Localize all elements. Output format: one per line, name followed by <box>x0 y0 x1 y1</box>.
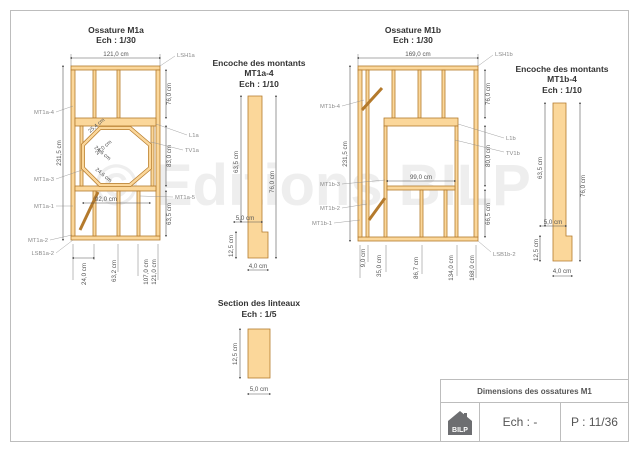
sheet-border <box>10 10 629 442</box>
m1a-label-mt3: MT1a-3 <box>34 177 54 183</box>
m1a-label-lsb: LSB1a-2 <box>31 251 54 257</box>
title-block: Dimensions des ossatures M1 BILP Ech : -… <box>440 379 629 442</box>
m1a-frame <box>70 65 161 241</box>
m1a-dim-bottom4: 121,0 cm <box>151 259 158 284</box>
m1b-dim-width: 169,0 cm <box>405 51 430 58</box>
notch-b-d1: 63,5 cm <box>537 157 544 179</box>
notch-a-d3: 5,0 cm <box>236 215 255 222</box>
m1a-label-mt4: MT1a-4 <box>34 110 55 116</box>
m1a-label-mt5: MT1a-5 <box>175 195 195 201</box>
m1b-dim-bottom2: 35,0 cm <box>376 255 383 277</box>
lintel-scale: Ech : 1/5 <box>242 309 277 319</box>
notch-b: Encoche des montants MT1b-4 Ech : 1/10 6… <box>515 64 609 278</box>
notch-b-d2: 76,0 cm <box>580 175 587 197</box>
m1a-title: Ossature M1a <box>88 25 144 35</box>
m1a-dim-upper: 76,0 cm <box>166 83 173 105</box>
notch-b-d3: 5,0 cm <box>544 219 563 226</box>
title-block-title: Dimensions des ossatures M1 <box>441 380 628 403</box>
m1a-annotations: Ossature M1a Ech : 1/30 121,0 cm 231,5 c… <box>28 25 200 285</box>
m1a-label-lsh: LSH1a <box>177 53 196 59</box>
m1a-dim-width: 121,0 cm <box>103 51 128 58</box>
m1a-dim-bottom3: 107,0 cm <box>143 259 150 284</box>
logo-text: BILP <box>452 427 468 434</box>
notch-b-d4: 12,5 cm <box>533 239 540 261</box>
notch-a-d5: 4,0 cm <box>249 263 268 270</box>
notch-b-title: Encoche des montants <box>515 64 608 74</box>
notch-a-subtitle: MT1a-4 <box>244 68 274 78</box>
notch-b-scale: Ech : 1/10 <box>542 85 582 95</box>
m1a-dim-lower: 63,5 cm <box>166 203 173 225</box>
notch-a: Encoche des montants MT1a-4 Ech : 1/10 6… <box>212 58 306 272</box>
m1b-label-l: L1b <box>506 136 516 142</box>
m1b-label-mt4: MT1b-4 <box>320 104 341 110</box>
notch-b-d5: 4,0 cm <box>553 268 572 275</box>
m1b-dim-mid: 80,0 cm <box>485 145 492 167</box>
m1a-dim-height: 231,5 cm <box>56 140 63 165</box>
m1b-dim-upper: 76,0 cm <box>485 83 492 105</box>
m1b-dim-bottom1: 9,0 cm <box>360 249 367 268</box>
m1a-dim-bottom1: 24,0 cm <box>81 263 88 285</box>
m1a-label-mt2: MT1a-2 <box>28 238 48 244</box>
m1a-label-mt1: MT1a-1 <box>34 204 54 210</box>
bilp-logo: BILP <box>441 403 480 441</box>
lintel-title: Section des linteaux <box>218 298 300 308</box>
m1b-title: Ossature M1b <box>385 25 441 35</box>
title-block-page: P : 11/36 <box>571 415 618 429</box>
m1b-label-tv: TV1b <box>506 151 520 157</box>
m1b-frame <box>357 65 479 242</box>
m1a-dim-bottom2: 63,2 cm <box>111 260 118 282</box>
m1a-scale: Ech : 1/30 <box>96 35 136 45</box>
m1b-label-mt2: MT1b-2 <box>320 206 340 212</box>
m1b-label-mt1: MT1b-1 <box>312 221 332 227</box>
m1a-label-tv: TV1a <box>185 148 200 154</box>
m1b-scale: Ech : 1/30 <box>393 35 433 45</box>
notch-a-d4: 12,5 cm <box>228 235 235 257</box>
notch-a-d2: 76,0 cm <box>269 171 276 193</box>
m1b-dim-lower: 66,5 cm <box>485 203 492 225</box>
house-logo-icon: BILP <box>448 411 472 435</box>
m1b-dim-inner-width: 99,0 cm <box>410 174 432 181</box>
title-block-scale: Ech : - <box>480 403 561 441</box>
m1b-annotations: Ossature M1b Ech : 1/30 169,0 cm 231,5 c… <box>312 25 520 281</box>
lintel-width: 5,0 cm <box>250 386 269 393</box>
lintel-section: Section des linteaux Ech : 1/5 12,5 cm 5… <box>218 298 300 396</box>
m1a-dim-mid: 83,0 cm <box>166 145 173 167</box>
notch-a-scale: Ech : 1/10 <box>239 79 279 89</box>
notch-b-subtitle: MT1b-4 <box>547 74 577 84</box>
notch-a-profile <box>247 95 269 259</box>
m1b-label-lsb: LSB1b-2 <box>493 252 516 258</box>
notch-a-title: Encoche des montants <box>212 58 305 68</box>
m1b-dim-bottom4: 134,0 cm <box>448 255 455 280</box>
m1b-label-mt3: MT1b-3 <box>320 182 340 188</box>
lintel-height: 12,5 cm <box>232 343 239 365</box>
m1b-dim-bottom5: 168,0 cm <box>469 255 476 280</box>
notch-a-d1: 63,5 cm <box>233 151 240 173</box>
m1b-dim-height: 231,5 cm <box>342 141 349 166</box>
m1a-label-l: L1a <box>189 133 199 139</box>
m1a-dim-inner-width: 92,0 cm <box>95 196 117 203</box>
m1b-label-lsh: LSH1b <box>495 52 513 58</box>
m1b-dim-bottom3: 86,7 cm <box>413 257 420 279</box>
notch-b-profile <box>552 102 573 262</box>
lintel-profile <box>247 328 271 379</box>
